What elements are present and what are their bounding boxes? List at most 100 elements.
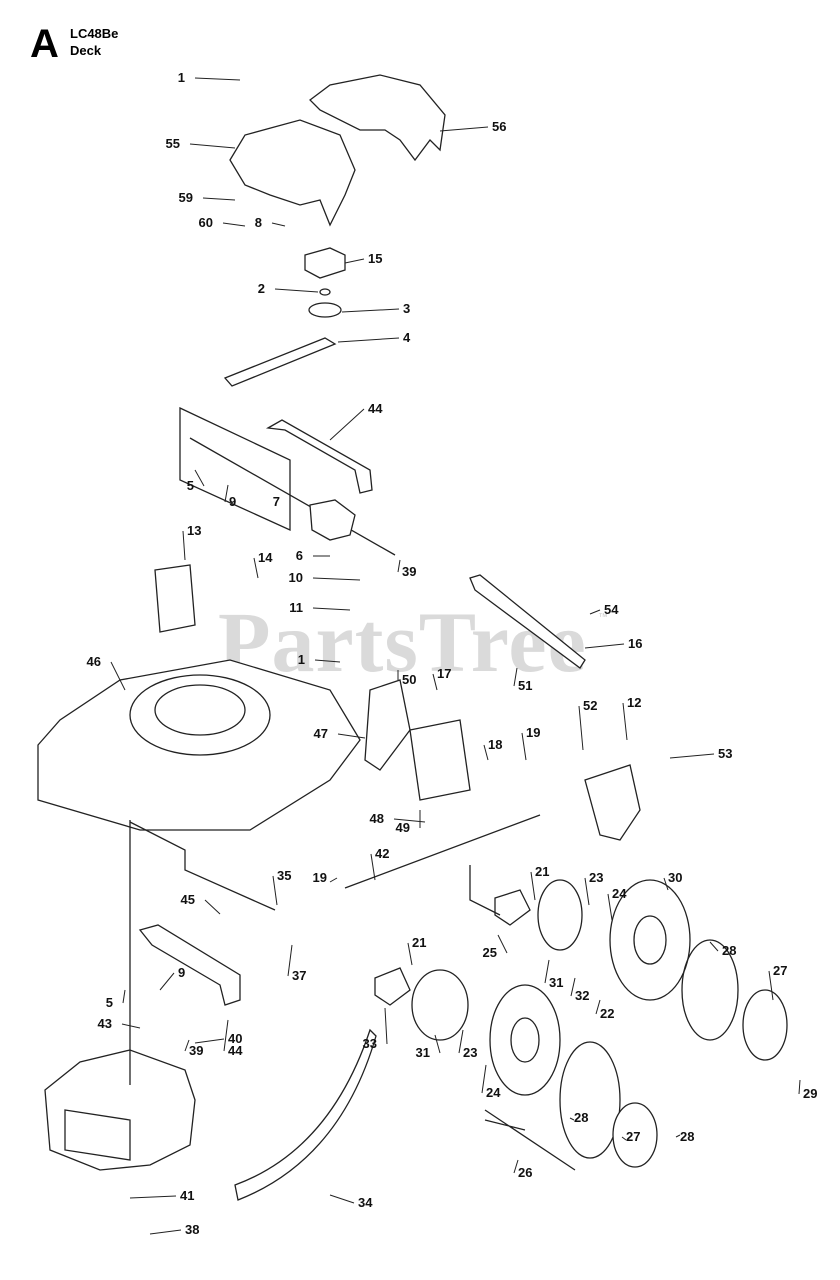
callout-leader-4 — [222, 222, 246, 227]
callout-40: 21 — [530, 864, 549, 901]
part-rear-rail — [469, 574, 586, 669]
callout-number-41: 25 — [483, 945, 497, 960]
callout-29: 53 — [669, 746, 732, 761]
callout-55: 39 — [184, 1039, 203, 1058]
callout-leader-60 — [481, 1064, 487, 1094]
callout-number-2: 56 — [492, 119, 506, 134]
callout-number-28: 12 — [627, 695, 641, 710]
callout-leader-42 — [584, 877, 590, 906]
callout-number-6: 15 — [368, 251, 382, 266]
callout-leader-65 — [513, 1159, 519, 1174]
callout-49: 22 — [595, 999, 614, 1021]
callout-number-8: 3 — [403, 301, 410, 316]
callout-number-56: 44 — [228, 1043, 243, 1058]
callout-53: 5 — [106, 989, 126, 1010]
callout-leader-2 — [439, 126, 489, 132]
callout-11: 5 — [187, 469, 205, 493]
part-lever-top — [265, 419, 373, 494]
callout-number-44: 30 — [668, 870, 682, 885]
callout-number-16: 39 — [402, 564, 416, 579]
part-tire-ring-rear — [681, 939, 739, 1041]
callout-24: 46 — [87, 654, 126, 691]
callout-leader-66 — [329, 1194, 355, 1204]
callout-47: 31 — [544, 959, 563, 990]
callout-12: 9 — [224, 484, 236, 509]
callout-16: 39 — [397, 559, 416, 579]
callout-number-21: 54 — [604, 602, 619, 617]
callout-35: 42 — [370, 846, 389, 881]
callout-52: 9 — [159, 965, 185, 991]
callout-number-34: 49 — [396, 820, 410, 835]
callout-1: 55 — [166, 136, 236, 151]
model-name: LC48Be — [70, 26, 119, 41]
callout-45: 28 — [709, 941, 736, 958]
callout-leader-30 — [483, 744, 489, 761]
callout-number-26: 17 — [437, 666, 451, 681]
callout-43: 24 — [607, 886, 627, 921]
callout-19: 11 — [289, 600, 351, 615]
callout-62: 27 — [621, 1129, 640, 1144]
callout-leader-59 — [458, 1029, 464, 1054]
callout-leader-57 — [384, 1007, 388, 1045]
callout-leader-68 — [149, 1229, 182, 1235]
callout-34: 49 — [396, 810, 421, 835]
callout-number-47: 31 — [549, 975, 563, 990]
callout-leader-62 — [621, 1136, 627, 1141]
callout-64: 40 — [194, 1031, 242, 1046]
callout-number-30: 18 — [488, 737, 502, 752]
callout-leader-7 — [274, 288, 319, 293]
callout-27: 52 — [578, 698, 597, 751]
callout-leader-48 — [570, 977, 576, 997]
callout-leader-64 — [194, 1038, 225, 1044]
callout-number-33: 48 — [370, 811, 384, 826]
part-height-plate — [154, 564, 196, 633]
callout-number-24: 46 — [87, 654, 101, 669]
callout-number-68: 38 — [185, 1222, 199, 1237]
callout-7: 2 — [258, 281, 319, 296]
part-shroud — [309, 74, 446, 162]
callout-39: 37 — [287, 944, 306, 983]
callout-leader-15 — [312, 577, 361, 581]
callout-18: 14 — [253, 550, 273, 579]
callout-number-46: 21 — [412, 935, 426, 950]
callout-leader-54 — [121, 1023, 141, 1029]
part-axle-rod — [189, 437, 396, 556]
callout-0: 1 — [178, 70, 241, 85]
callout-leader-35 — [370, 853, 376, 881]
callout-20: 1 — [298, 652, 341, 667]
callout-41: 25 — [483, 934, 508, 960]
callout-leader-17 — [182, 530, 186, 561]
callout-number-18: 14 — [258, 550, 273, 565]
callout-leader-6 — [344, 258, 365, 264]
callout-number-54: 43 — [98, 1016, 112, 1031]
callout-leader-16 — [397, 559, 401, 573]
callout-number-12: 9 — [229, 494, 236, 509]
part-height-lever — [364, 679, 411, 771]
callout-leader-24 — [110, 661, 126, 691]
callout-2: 56 — [439, 119, 506, 134]
callout-leader-38 — [204, 899, 221, 915]
callout-number-62: 27 — [626, 1129, 640, 1144]
callout-number-49: 22 — [600, 1006, 614, 1021]
callout-leader-26 — [432, 673, 438, 691]
callout-37: 35 — [272, 868, 291, 906]
callout-60: 24 — [481, 1064, 501, 1100]
callout-leader-53 — [122, 989, 126, 1004]
callout-leader-47 — [544, 959, 550, 984]
callout-leader-22 — [584, 643, 625, 649]
callout-46: 21 — [407, 935, 426, 966]
callout-13: 7 — [273, 488, 291, 509]
callout-32: 47 — [314, 726, 366, 741]
callout-leader-49 — [595, 999, 601, 1015]
callout-59: 23 — [458, 1029, 477, 1060]
callout-leader-67 — [129, 1195, 177, 1199]
callout-number-57: 33 — [363, 1036, 377, 1051]
callout-9: 4 — [337, 330, 411, 345]
callout-number-51: 29 — [803, 1086, 817, 1101]
callout-number-55: 39 — [189, 1043, 203, 1058]
callout-26: 17 — [432, 666, 451, 691]
callout-number-59: 23 — [463, 1045, 477, 1060]
callout-number-53: 5 — [106, 995, 113, 1010]
callout-number-7: 2 — [258, 281, 265, 296]
